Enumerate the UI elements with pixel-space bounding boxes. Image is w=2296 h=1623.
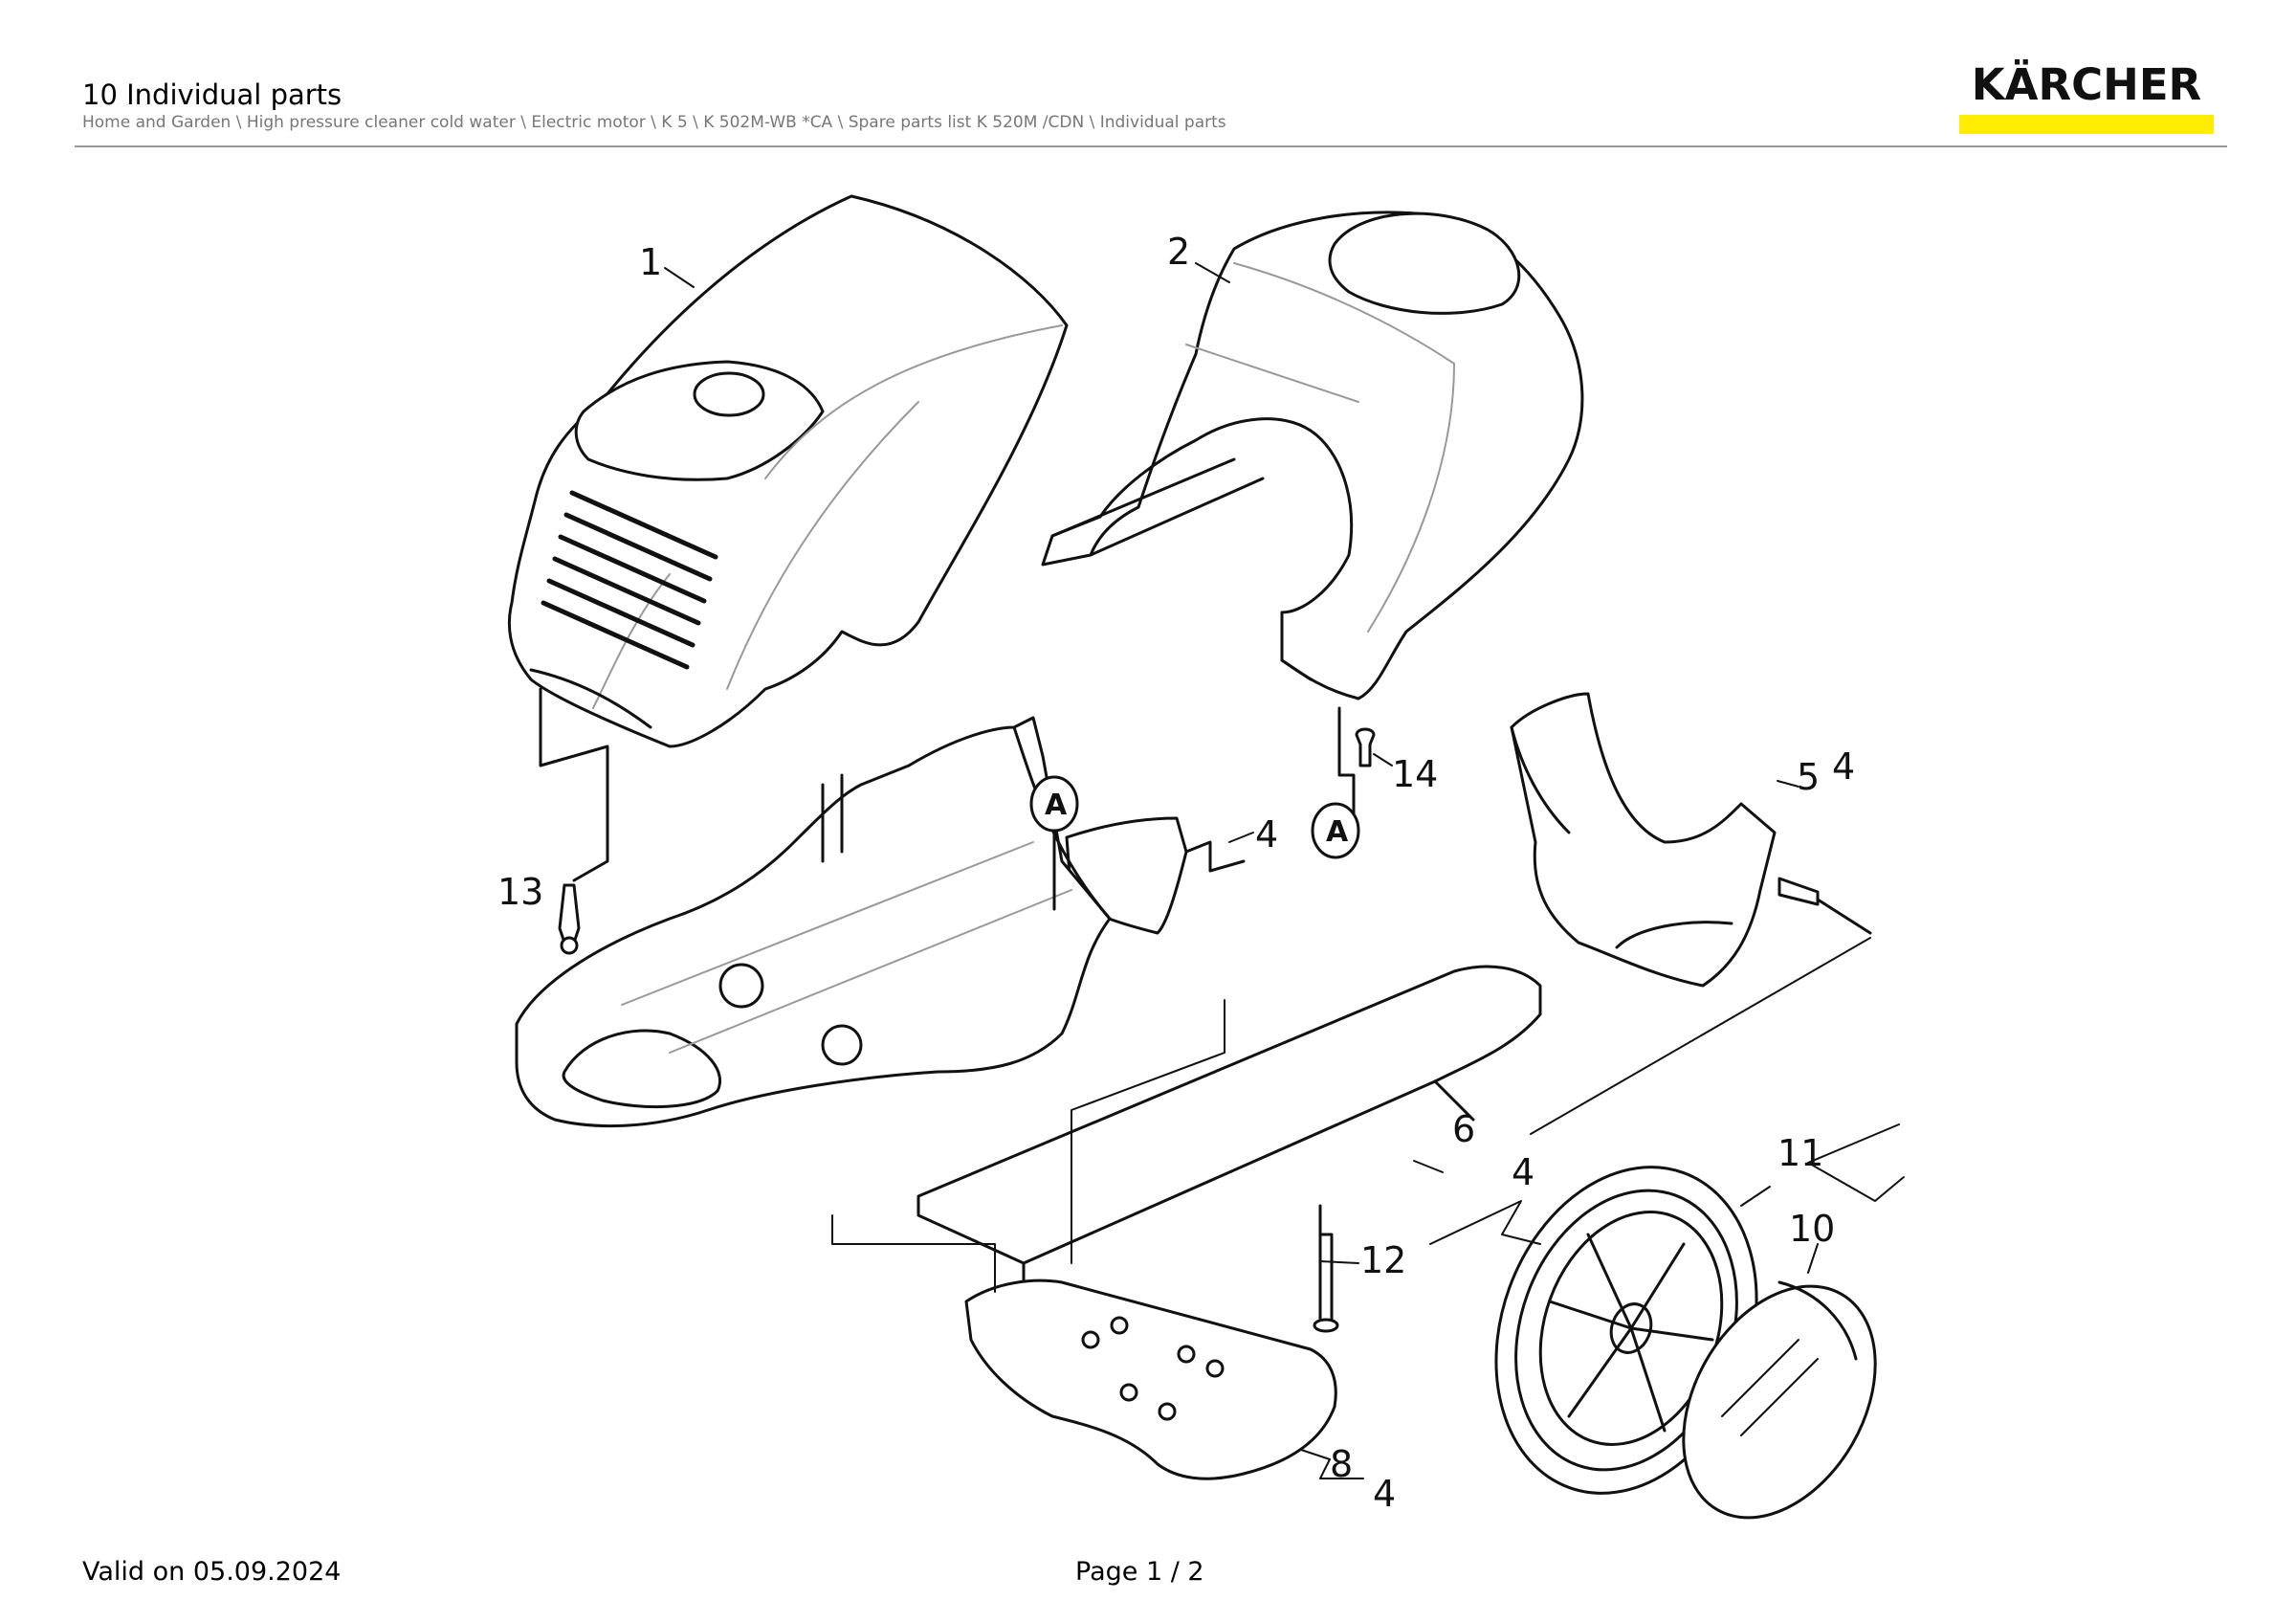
callout-5: 5 <box>1797 756 1820 798</box>
callout-4-bracket: 4 <box>1255 813 1278 856</box>
brand-logo-bar <box>1959 115 2214 134</box>
reference-label-a-1: A <box>1045 789 1068 822</box>
part-12-pin[interactable] <box>1313 1204 1339 1333</box>
callout-11: 11 <box>1777 1132 1823 1174</box>
callout-12: 12 <box>1360 1239 1406 1281</box>
reference-mark-a-2 <box>1311 802 1360 859</box>
part-14-screw[interactable] <box>1337 706 1376 825</box>
vent-grille <box>541 490 718 670</box>
brand-logo: KÄRCHER <box>1959 61 2214 134</box>
callout-4-tray: 4 <box>1373 1473 1396 1515</box>
brand-logo-text: KÄRCHER <box>1971 59 2202 110</box>
breadcrumb[interactable]: Home and Garden \ High pressure cleaner … <box>82 113 1226 132</box>
footer-valid-date: Valid on 05.09.2024 <box>82 1557 342 1587</box>
part-8-bottom-tray[interactable] <box>964 1278 1337 1480</box>
callout-4-axle: 4 <box>1512 1151 1534 1193</box>
base-chassis[interactable] <box>515 716 1112 1128</box>
part-13-screw[interactable] <box>539 687 609 955</box>
callout-8: 8 <box>1330 1443 1353 1485</box>
reference-label-a-2: A <box>1326 815 1349 849</box>
footer-page-number: Page 1 / 2 <box>1075 1557 1204 1587</box>
page-title: 10 Individual parts <box>82 78 342 111</box>
callout-6: 6 <box>1452 1108 1475 1150</box>
part-10-hub-cap[interactable] <box>1645 1252 1914 1551</box>
header-divider <box>75 145 2227 147</box>
part-1-top-cover[interactable] <box>507 194 1069 748</box>
part-5-wheel-holder[interactable] <box>1510 692 1872 988</box>
part-6-axle-beam[interactable] <box>916 965 1542 1294</box>
callout-14: 14 <box>1392 753 1438 795</box>
callout-13: 13 <box>497 871 543 913</box>
reference-mark-a-1 <box>1029 775 1079 911</box>
callout-1: 1 <box>639 241 662 283</box>
callout-2: 2 <box>1167 231 1190 273</box>
callout-4-holder: 4 <box>1832 745 1855 788</box>
leader-lines <box>664 262 1905 1479</box>
callout-10: 10 <box>1789 1208 1835 1250</box>
part-2-rear-cover[interactable] <box>1041 211 1584 700</box>
